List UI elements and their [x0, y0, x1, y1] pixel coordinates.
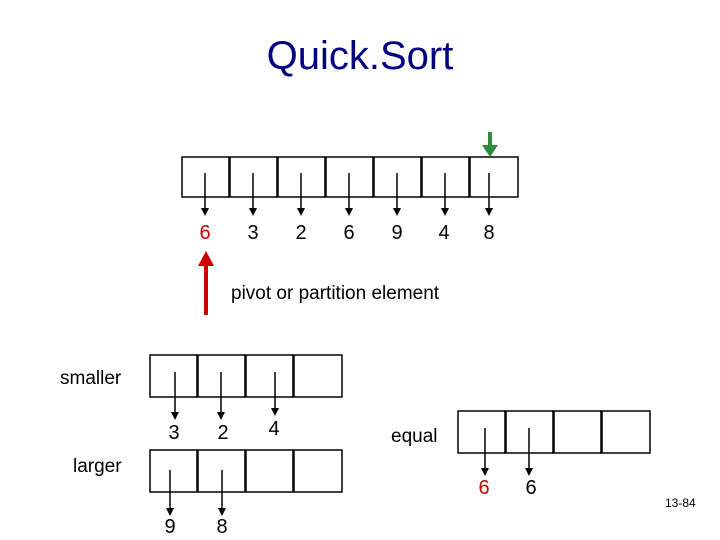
equal-boxes — [457, 410, 651, 454]
smaller-label: smaller — [60, 368, 122, 389]
smaller-value: 2 — [217, 422, 229, 444]
larger-value: 8 — [216, 516, 228, 538]
equal-value: 6 — [478, 477, 490, 499]
main-array-boxes — [181, 156, 519, 198]
equal-arrows — [481, 428, 533, 476]
larger-cell — [245, 449, 294, 493]
larger-boxes — [149, 449, 343, 493]
smaller-cell — [245, 354, 294, 398]
slide-number: 13-84 — [665, 496, 696, 510]
equal-value: 6 — [525, 477, 537, 499]
slide-title: Quick.Sort — [266, 34, 454, 78]
larger-cell — [149, 449, 198, 493]
smaller-arrows — [171, 372, 279, 420]
larger-cell — [293, 449, 343, 493]
pivot-label: pivot or partition element — [231, 283, 440, 304]
array-value: 3 — [247, 222, 259, 244]
array-value: 8 — [483, 222, 495, 244]
array-value: 2 — [295, 222, 307, 244]
equal-cell — [601, 410, 651, 454]
smaller-value: 4 — [268, 418, 280, 440]
array-value-pivot: 6 — [199, 222, 211, 244]
smaller-cell — [293, 354, 343, 398]
array-value: 4 — [438, 222, 450, 244]
equal-cell — [457, 410, 506, 454]
larger-value: 9 — [164, 516, 176, 538]
main-array-arrows — [201, 173, 493, 216]
larger-arrows — [166, 470, 226, 516]
smaller-cell — [149, 354, 198, 398]
green-marker-arrow — [482, 132, 498, 157]
array-cell — [469, 156, 519, 198]
array-value: 6 — [343, 222, 355, 244]
larger-label: larger — [73, 456, 122, 477]
array-value: 9 — [391, 222, 403, 244]
smaller-value: 3 — [168, 422, 180, 444]
pivot-arrow — [198, 251, 214, 315]
equal-label: equal — [391, 426, 438, 447]
equal-cell — [553, 410, 602, 454]
smaller-boxes — [149, 354, 343, 398]
